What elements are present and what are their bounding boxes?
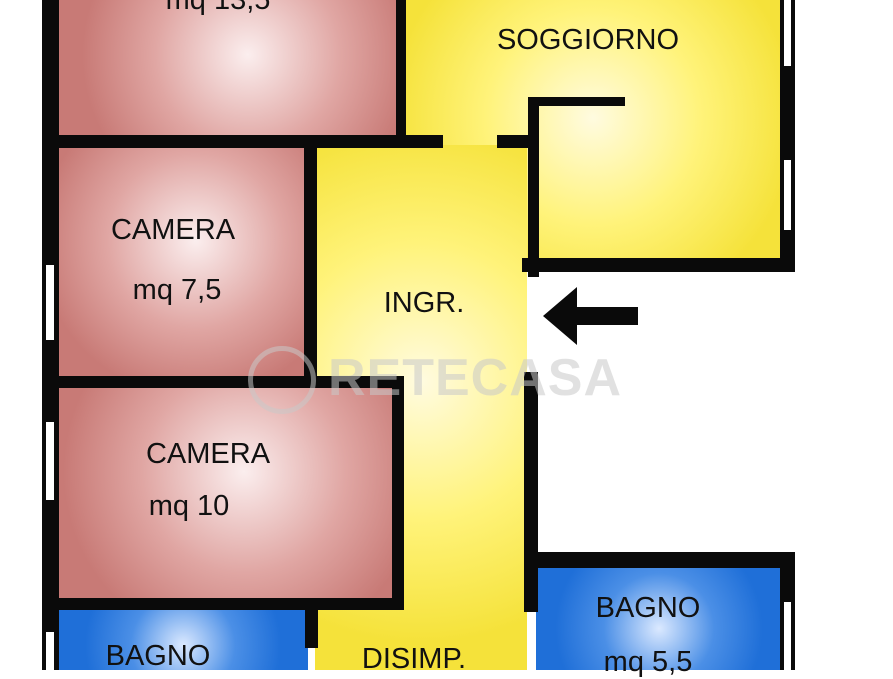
arrow-left-icon [543,287,638,345]
wall [522,258,795,272]
wall [58,598,404,610]
room-bagno-left [58,608,308,670]
window [46,422,54,500]
room-name: CAMERA [145,438,271,470]
window [784,0,791,66]
wall [524,372,538,612]
watermark-text: RETECASA [328,349,623,407]
watermark-logo [248,346,316,414]
room-camera-2 [58,386,396,600]
wall [528,97,625,106]
window [784,602,791,672]
room-area: mq 5,5 [603,646,693,678]
room-area: mq 13,5 [165,0,271,16]
room-camera-top [58,0,403,137]
room-name: DISIMP. [361,643,467,675]
wall [58,135,443,148]
room-area: mq 7,5 [132,274,222,306]
room-name: INGR. [383,287,465,319]
room-name: SOGGIORNO [496,24,680,56]
window [784,160,791,230]
room-bagno-right [536,566,782,670]
window [46,632,54,672]
room-area: mq 10 [148,490,230,522]
wall [524,552,795,568]
room-name: BAGNO [105,640,211,672]
wall [318,376,404,388]
wall [497,135,537,148]
wall [304,145,317,385]
room-name: BAGNO [595,592,701,624]
room-camera-1 [58,148,308,380]
window [46,265,54,340]
wall [528,97,539,277]
wall [392,376,404,608]
wall [780,0,795,272]
wall [396,0,406,140]
room-name: CAMERA [110,214,236,246]
wall [305,598,318,648]
